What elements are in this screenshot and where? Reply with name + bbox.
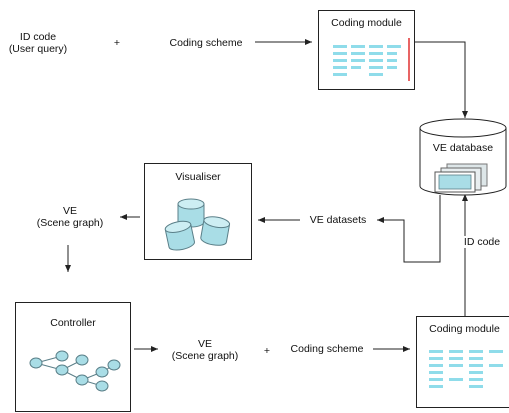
id-code-user-query-label: ID code (User query) [8, 31, 68, 55]
id-code-label: ID code [457, 236, 507, 248]
visualiser-box: Visualiser [144, 163, 252, 260]
visualiser-title: Visualiser [175, 171, 221, 183]
stacked-windows-icon [434, 163, 488, 193]
code-sheet-icon [429, 350, 503, 388]
ve-database: VE database [417, 118, 509, 198]
id-code-line: ID code [19, 31, 57, 43]
scene-graph-line: (Scene graph) [171, 350, 239, 362]
ve-datasets-label: VE datasets [309, 214, 367, 226]
tree-graph-icon [29, 350, 121, 392]
ve-line: VE [62, 205, 77, 217]
coding-module-top-title: Coding module [331, 17, 402, 29]
arrow-database-to-visualiser [377, 195, 441, 263]
ve-scene-graph-left-label: VE (Scene graph) [30, 205, 110, 229]
coding-module-top-box: Coding module [318, 10, 415, 90]
code-sheet-icon [333, 38, 410, 81]
controller-title: Controller [50, 317, 96, 329]
cylinders-icon [164, 198, 231, 251]
plus-sign-top: + [113, 37, 121, 49]
ve-line: VE [197, 338, 212, 350]
user-query-line: (User query) [8, 43, 68, 55]
connector-layer [65, 39, 468, 352]
coding-module-bottom-box: Coding module [416, 316, 509, 408]
coding-scheme-top-label: Coding scheme [169, 37, 243, 49]
coding-scheme-bottom-label: Coding scheme [290, 343, 364, 355]
ve-database-title: VE database [432, 142, 494, 154]
ve-scene-graph-bottom-label: VE (Scene graph) [160, 338, 250, 362]
arrow-coding-module-to-database [415, 41, 468, 118]
scene-graph-line: (Scene graph) [36, 217, 104, 229]
plus-sign-bottom: + [263, 345, 271, 357]
coding-module-bottom-title: Coding module [429, 323, 500, 335]
controller-box: Controller [15, 302, 131, 412]
